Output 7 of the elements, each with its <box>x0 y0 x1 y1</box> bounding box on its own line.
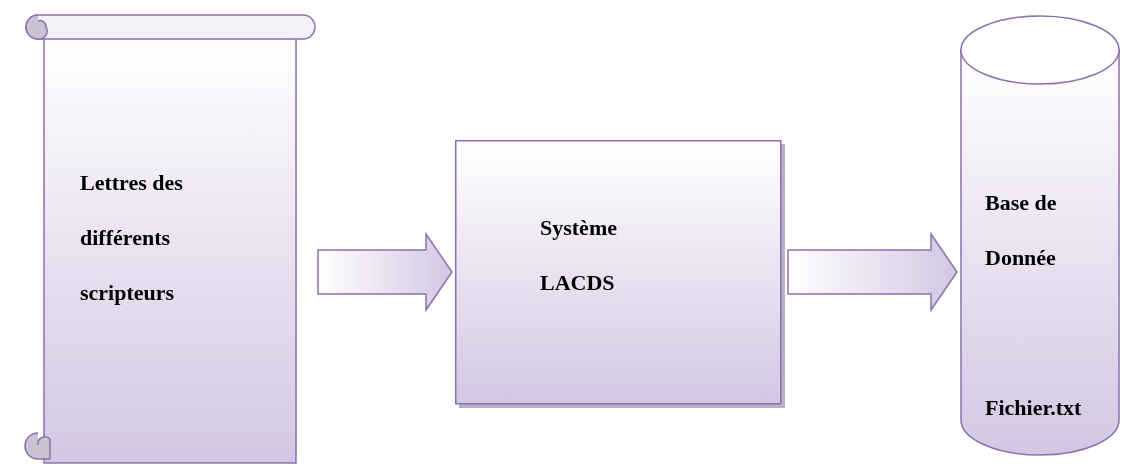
node-text: LACDS <box>540 269 616 297</box>
node-text: Système <box>540 214 618 242</box>
node-text: Base de Donnée <box>985 189 1058 272</box>
block-arrow <box>787 231 958 313</box>
node-text: Lettres des différents scripteurs <box>80 169 184 307</box>
block-arrow <box>317 231 453 313</box>
node-text: Fichier.txt <box>985 394 1083 422</box>
